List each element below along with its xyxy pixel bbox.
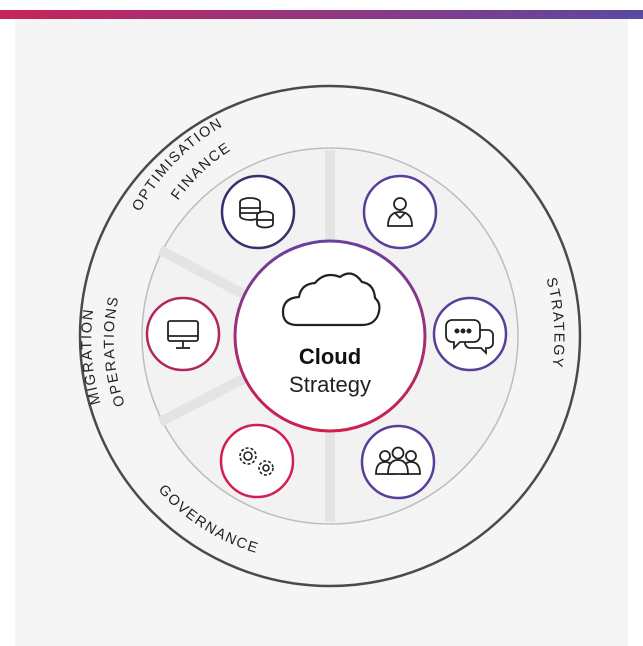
center-subtitle: Strategy xyxy=(289,372,371,397)
chat-bubbles-icon xyxy=(445,319,494,356)
node-strategy-chat xyxy=(432,296,508,372)
team-icon xyxy=(375,446,421,475)
node-strategy-person xyxy=(362,174,438,250)
gears-icon xyxy=(239,447,274,476)
center-circle xyxy=(233,239,427,433)
person-icon xyxy=(387,197,413,227)
node-team xyxy=(360,424,436,500)
spokes xyxy=(157,150,335,522)
coins-icon xyxy=(239,197,274,229)
node-governance xyxy=(219,423,295,499)
node-finance xyxy=(220,174,296,250)
center-title: Cloud xyxy=(299,344,361,369)
monitor-icon xyxy=(167,320,199,349)
node-operations xyxy=(145,296,221,372)
top-accent-bar xyxy=(0,10,643,19)
cloud-icon xyxy=(281,272,381,327)
